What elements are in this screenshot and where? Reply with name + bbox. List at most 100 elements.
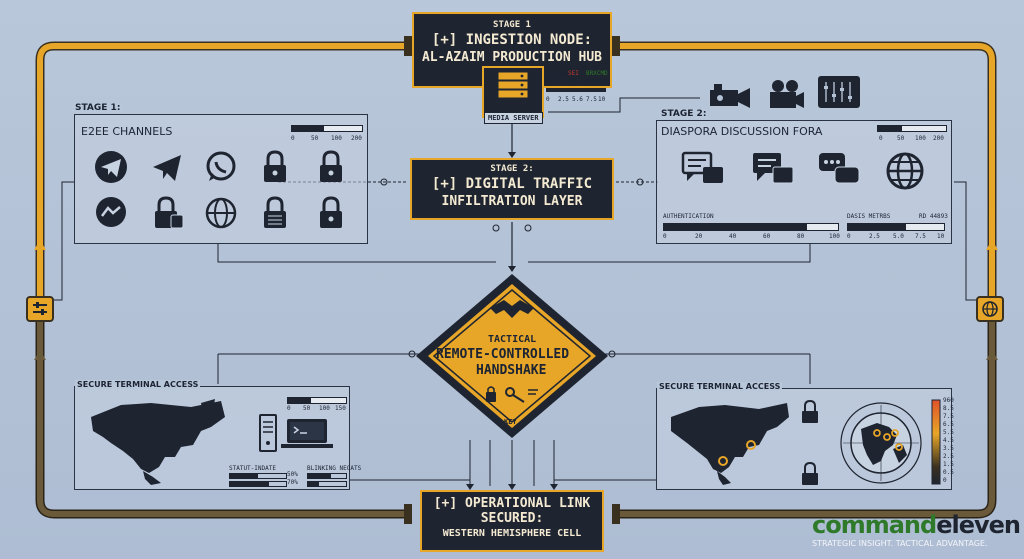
auth-scale-4: 80: [797, 233, 805, 240]
mixing-console-icon: [818, 76, 860, 108]
status-name-1: RSSYDD: [546, 70, 568, 77]
key-lock-icon: [486, 386, 538, 403]
north-america-map-icon: [91, 399, 225, 485]
legend-tick-6: 3.5: [943, 445, 954, 452]
auth-gauge: [663, 223, 839, 231]
server-tower-icon: [259, 414, 277, 452]
handshake-title-line1: REMOTE-CONTROLLED: [436, 347, 570, 362]
final-subtitle: WESTERN HEMISPHERE CELL: [442, 528, 582, 539]
diaspora-scale-3: 200: [933, 135, 944, 142]
e2ee-title: E2EE CHANNELS: [81, 125, 173, 138]
status-val-2: ON: [568, 78, 576, 85]
dasis-scale-4: 10: [937, 233, 945, 240]
heat-legend-bar: [931, 399, 941, 485]
media-scale-4: 10: [598, 96, 606, 103]
media-scale-3: 7.5: [586, 96, 597, 103]
terminal-right-title: SECURE TERMINAL ACCESS: [657, 382, 783, 391]
auth-scale-2: 40: [729, 233, 737, 240]
e2ee-scale-3: 200: [351, 135, 362, 142]
handshake-key-label: KEY: [504, 418, 517, 426]
messenger-icon: [96, 197, 126, 227]
diaspora-scale-1: 50: [897, 135, 905, 142]
auth-scale-1: 20: [695, 233, 703, 240]
film-camera-icon: [770, 80, 804, 108]
diaspora-title: DIASPORA DISCUSSION FORA: [661, 125, 823, 138]
status-indate-bar: [229, 473, 287, 479]
e2ee-scale-0: 0: [291, 135, 295, 142]
stage2-subtitle: INFILTRATION LAYER: [441, 194, 583, 209]
dasis-gauge: [847, 223, 945, 231]
dasis-scale-0: 0: [847, 233, 851, 240]
brand-name-command: command: [812, 511, 937, 539]
diaspora-fora-panel: STAGE 2: DIASPORA DISCUSSION FORA 0 50 1…: [656, 109, 952, 244]
dasis-scale-3: 7.5: [915, 233, 926, 240]
legend-tick-10: 0: [943, 477, 947, 484]
terminal-left-scale-1: 50: [303, 405, 311, 412]
media-scale-0: 0: [546, 96, 550, 103]
stage1-subtitle: AL-AZAIM PRODUCTION HUB: [421, 50, 602, 65]
e2ee-gauge: [291, 125, 363, 132]
media-server-box: [482, 66, 544, 118]
media-scale-2: 5.6: [572, 96, 583, 103]
auth-scale-5: 100: [829, 233, 840, 240]
status-indate-pct: 50%: [287, 471, 298, 478]
diaspora-scale-0: 0: [879, 135, 883, 142]
north-america-map-right-icon: [671, 403, 789, 485]
diaspora-stage-label: STAGE 2:: [659, 109, 709, 119]
legend-tick-2: 7.5: [943, 413, 954, 420]
auth-label: AUTHENTICATION: [663, 213, 714, 220]
stage2-title: [+] DIGITAL TRAFFIC: [431, 176, 593, 192]
final-title-line2: SECURED:: [480, 511, 544, 526]
brand-tagline: STRATEGIC INSIGHT. TACTICAL ADVANTAGE.: [812, 539, 988, 548]
whatsapp-icon: [206, 151, 236, 181]
terminal-left-title: SECURE TERMINAL ACCESS: [75, 380, 201, 389]
media-scale-1: 2.5: [558, 96, 569, 103]
telegram-plane-icon: [153, 155, 181, 181]
status-indate-label: STATUT-INDATE: [229, 465, 276, 472]
stage2-label: STAGE 2:: [490, 164, 534, 174]
e2ee-scale-1: 50: [311, 135, 319, 142]
e2ee-stage-label: STAGE 1:: [73, 103, 123, 113]
laptop-terminal-icon: [281, 419, 333, 448]
legend-tick-7: 2.5: [943, 453, 954, 460]
handshake-pre-label: TACTICAL: [488, 334, 537, 345]
globe-icon: [205, 197, 237, 229]
diaspora-gauge: [877, 125, 947, 132]
lock-icon-1: [264, 150, 286, 182]
stage1-title: [+] INGESTION NODE:: [431, 32, 593, 48]
chat-bubbles-icon: [681, 151, 723, 183]
e2ee-channels-panel: STAGE 1: E2EE CHANNELS 0 50 100 200: [73, 103, 368, 244]
terminal-left-panel: SECURE TERMINAL ACCESS 0 50 100 150 STAT…: [74, 380, 361, 490]
brand-name-eleven: eleven: [936, 511, 1021, 539]
terminal-right-panel: SECURE TERMINAL ACCESS 960 8.5 7.5 6.5 5…: [656, 382, 954, 490]
lock-icon-3: [264, 196, 286, 228]
dasis-code: RD 44893: [919, 213, 948, 220]
video-camera-icon: [710, 84, 750, 108]
status-val-3: BUKND: [586, 78, 605, 85]
legend-tick-3: 6.5: [943, 421, 954, 428]
comment-dots-icon: [819, 153, 860, 184]
legend-tick-9: 0.5: [943, 469, 954, 476]
globe-junction-icon: [976, 296, 1004, 322]
operational-link-box: [+] OPERATIONAL LINK SECURED: WESTERN HE…: [420, 490, 604, 552]
blinking-negats-bar2: [307, 481, 347, 487]
terminal-left-scale-2: 100: [319, 405, 330, 412]
status-indate-bar2: [229, 481, 287, 487]
media-server-label: MEDIA SERVER: [484, 112, 543, 124]
dasis-scale-2: 5.0: [893, 233, 904, 240]
e2ee-scale-2: 100: [331, 135, 342, 142]
dasis-scale-1: 2.5: [869, 233, 880, 240]
status-name-3: BRXCMD: [586, 70, 608, 77]
stage2-infiltration-layer: STAGE 2: [+] DIGITAL TRAFFIC INFILTRATIO…: [410, 158, 614, 220]
brand-logo: commandeleven STRATEGIC INSIGHT. TACTICA…: [812, 512, 1022, 556]
auth-scale-0: 0: [663, 233, 667, 240]
terminal-left-gauge: [287, 397, 347, 404]
media-status-panel: RSSYDD SEI BRXCMD OFF ON BUKND 0 2.5 5.6…: [546, 70, 608, 110]
telegram-icon: [95, 151, 127, 183]
blinking-negats-bar: [307, 473, 347, 479]
lock-icon-terminal-2: [802, 461, 818, 485]
status-name-2: SEI: [568, 70, 579, 77]
status-val-1: OFF: [546, 78, 557, 85]
